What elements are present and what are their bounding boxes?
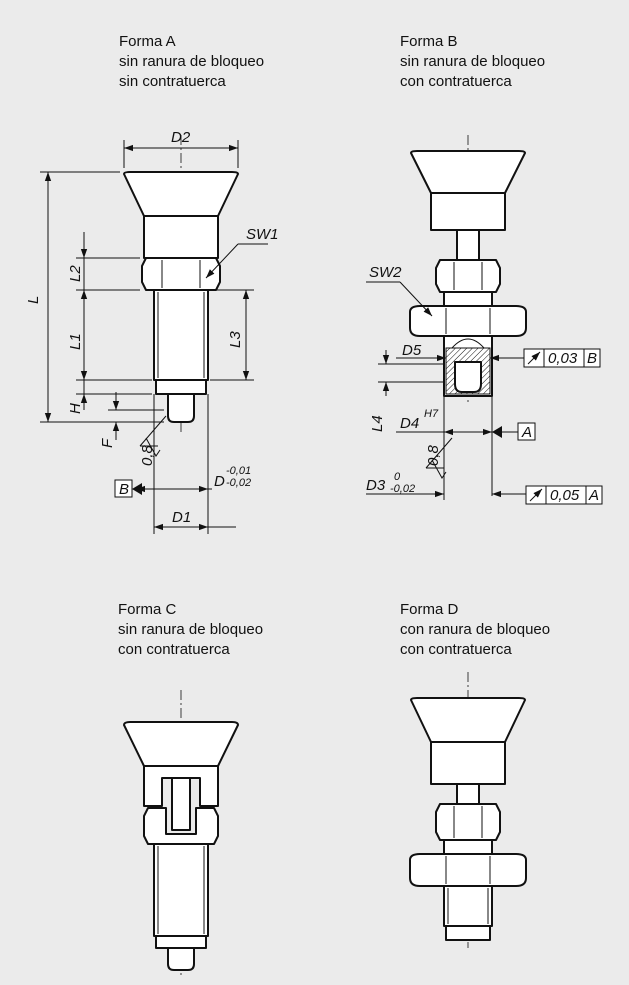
tolerance-1-datum: B: [587, 350, 597, 367]
drawing-forma-b: SW2 D5 0,03 B L4 D4 H7: [366, 135, 603, 505]
dim-d3-lower: -0,02: [390, 483, 415, 495]
datum-a-frame: [517, 422, 536, 441]
pin-c: [167, 947, 195, 971]
caption-forma-d-line2: con ranura de bloqueo: [400, 621, 551, 638]
datum-b-label: B: [119, 481, 129, 498]
caption-forma-b-line2: sin ranura de bloqueo: [400, 53, 546, 70]
threaded-body-c: [153, 843, 209, 937]
dim-d3-upper: 0: [394, 471, 401, 483]
caption-forma-a: Forma A sin ranura de bloqueo sin contra…: [119, 32, 264, 92]
caption-forma-b: Forma B sin ranura de bloqueo con contra…: [400, 32, 545, 92]
dim-roughness-a: 0,8: [139, 444, 156, 466]
drawing-forma-c: [123, 690, 239, 975]
plunger-b: [456, 229, 480, 261]
hex-body-d: [435, 803, 501, 841]
dim-h: H: [67, 403, 84, 414]
caption-forma-d-title: Forma D: [400, 601, 459, 618]
dim-l4: L4: [369, 415, 386, 432]
dim-d3: D3: [366, 477, 386, 494]
collar-d: [445, 925, 491, 941]
dim-d1: D1: [172, 509, 191, 526]
caption-forma-a-title: Forma A: [119, 33, 176, 50]
tolerance-1-value: 0,03: [548, 350, 578, 367]
dim-l2: L2: [67, 265, 84, 282]
dim-l3: L3: [227, 331, 244, 348]
dim-d2: D2: [171, 129, 191, 146]
dim-l: L: [25, 296, 42, 304]
caption-forma-c-line2: sin ranura de bloqueo: [118, 621, 264, 638]
drawing-forma-d: [409, 672, 527, 948]
hex-body-b: [435, 259, 501, 293]
dim-roughness-b: 0,8: [425, 444, 442, 466]
knob-neck-d: [430, 741, 506, 785]
tolerance-frame-2: [525, 485, 603, 505]
dim-d-upper: -0,01: [226, 465, 251, 477]
tolerance-frame-1: [523, 348, 601, 368]
dim-l1: L1: [67, 333, 84, 350]
knob-c: [123, 721, 239, 767]
dim-d: D: [214, 473, 225, 490]
lock-nut-d: [409, 853, 527, 887]
roughness-symbol-a: [139, 415, 167, 457]
thread-b-upper: [443, 291, 493, 307]
dim-sw2: SW2: [369, 264, 402, 281]
caption-forma-b-line3: con contratuerca: [400, 73, 512, 90]
roughness-symbol-b: [425, 437, 453, 479]
hex-body-sw1: [141, 257, 221, 291]
pin-a: [167, 393, 195, 423]
caption-forma-c: Forma C sin ranura de bloqueo con contra…: [118, 600, 263, 660]
collar-a: [155, 379, 207, 395]
knob-neck-a: [143, 215, 219, 259]
dim-sw1: SW1: [246, 226, 279, 243]
caption-forma-c-title: Forma C: [118, 601, 177, 618]
hex-body-c: [143, 807, 219, 845]
pin-b: [454, 361, 482, 393]
caption-forma-a-line3: sin contratuerca: [119, 73, 226, 90]
threaded-body-a: [153, 289, 209, 381]
datum-b-frame: [114, 479, 133, 498]
caption-forma-b-title: Forma B: [400, 33, 458, 50]
caption-forma-c-line3: con contratuerca: [118, 641, 230, 658]
dim-d-lower: -0,02: [226, 477, 251, 489]
knob-a: [123, 171, 239, 217]
tolerance-2-datum: A: [588, 487, 599, 504]
dim-d4: D4: [400, 415, 419, 432]
plunger-d: [456, 783, 480, 805]
dim-d4-fit: H7: [424, 408, 439, 420]
knob-d: [410, 697, 526, 743]
caption-forma-d-line3: con contratuerca: [400, 641, 512, 658]
collar-c: [155, 935, 207, 949]
lock-nut-sw2: [409, 305, 527, 337]
caption-forma-a-line2: sin ranura de bloqueo: [119, 53, 265, 70]
knob-neck-c: [143, 765, 219, 807]
caption-forma-d: Forma D con ranura de bloqueo con contra…: [400, 600, 550, 660]
thread-d-upper: [443, 839, 493, 855]
plunger-slot-c: [171, 777, 191, 831]
knob-b: [410, 150, 526, 194]
tolerance-2-value: 0,05: [550, 487, 580, 504]
thread-d-lower: [443, 885, 493, 927]
datum-a-label: A: [521, 424, 532, 441]
drawing-forma-a: D2 SW1 L L2 L1 L3: [25, 129, 279, 534]
dim-f: F: [99, 438, 116, 448]
dim-d5: D5: [402, 342, 422, 359]
knob-neck-b: [430, 192, 506, 231]
